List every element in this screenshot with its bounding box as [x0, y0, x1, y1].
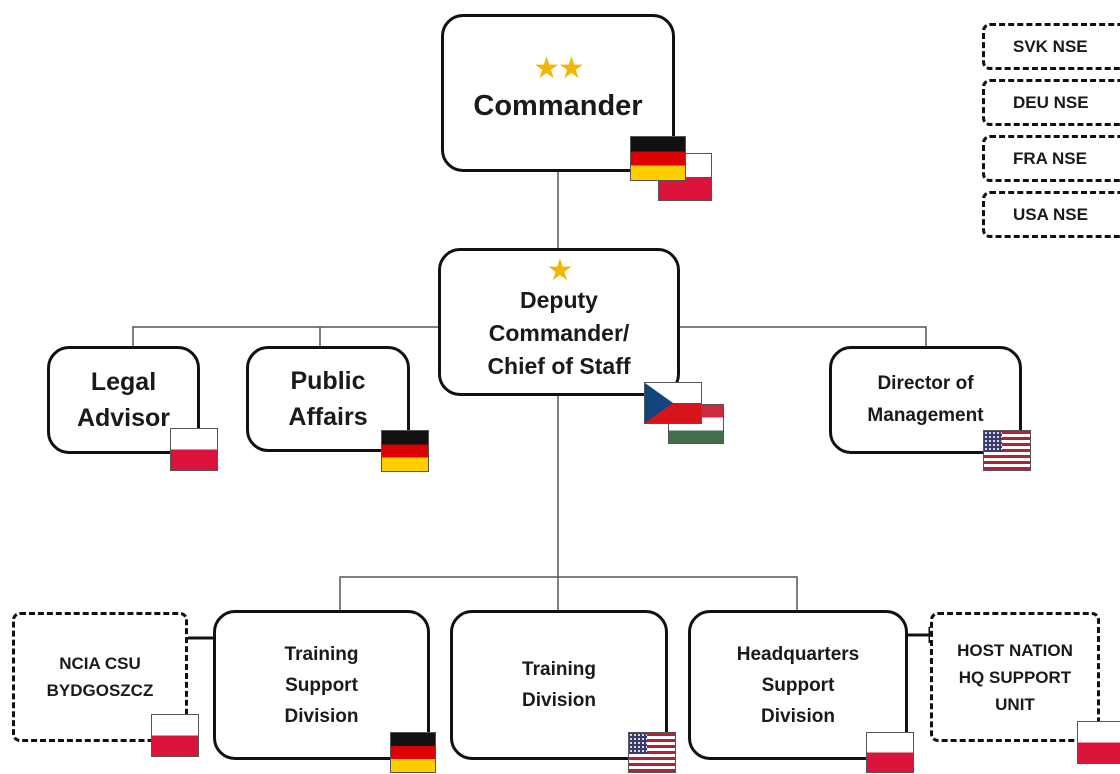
nse-box-svk[interactable]: SVK NSE	[982, 23, 1120, 70]
deputy-title-line1: Deputy	[520, 286, 598, 313]
poland-flag	[866, 732, 914, 773]
host-nation-hq-support-unit-box[interactable]: HOST NATION HQ SUPPORT UNIT	[930, 612, 1100, 742]
connector-deputy-legal	[132, 326, 438, 346]
hq-support-line1: Headquarters	[736, 643, 860, 665]
training-support-line1: Training	[284, 643, 359, 665]
poland-flag	[151, 714, 199, 757]
public-affairs-line1: Public	[290, 367, 366, 395]
commander-title: Commander	[473, 89, 643, 122]
legal-advisor-line1: Legal	[90, 368, 157, 396]
deputy-commander-box[interactable]: ★ Deputy Commander/ Chief of Staff	[438, 248, 680, 396]
usa-flag	[628, 732, 676, 773]
connector-deputy-director	[680, 326, 927, 346]
ncia-line1: NCIA CSU	[59, 654, 141, 673]
director-line1: Director of	[877, 373, 974, 394]
nse-box-deu[interactable]: DEU NSE	[982, 79, 1120, 126]
deputy-title-line3: Chief of Staff	[487, 352, 631, 379]
czech-flag	[644, 382, 702, 424]
training-division-line2: Division	[522, 690, 596, 711]
public-affairs-line2: Affairs	[288, 403, 368, 431]
deputy-title-line2: Commander/	[488, 319, 630, 346]
connector-divisions-bar	[339, 576, 798, 610]
one-star-icon: ★	[546, 253, 574, 287]
germany-flag	[630, 136, 686, 181]
host-nation-line3: UNIT	[995, 694, 1035, 714]
director-line2: Management	[867, 405, 984, 426]
ncia-line2: BYDGOSZCZ	[46, 681, 154, 700]
legal-advisor-line2: Advisor	[76, 404, 171, 432]
host-nation-line2: HQ SUPPORT	[958, 667, 1072, 687]
nse-box-usa[interactable]: USA NSE	[982, 191, 1120, 238]
poland-flag	[1077, 721, 1120, 764]
poland-flag	[170, 428, 218, 471]
germany-flag	[381, 430, 429, 472]
nse-box-fra[interactable]: FRA NSE	[982, 135, 1120, 182]
two-star-icon: ★★	[533, 51, 585, 85]
germany-flag	[390, 732, 436, 773]
training-support-line2: Support	[285, 674, 358, 696]
training-support-line3: Division	[284, 705, 359, 727]
usa-flag	[983, 430, 1031, 471]
hq-support-line2: Support	[761, 674, 835, 696]
training-division-box[interactable]: Training Division	[450, 610, 668, 760]
training-division-line1: Training	[522, 659, 596, 680]
hq-support-line3: Division	[761, 705, 835, 727]
host-nation-line1: HOST NATION	[957, 640, 1073, 660]
